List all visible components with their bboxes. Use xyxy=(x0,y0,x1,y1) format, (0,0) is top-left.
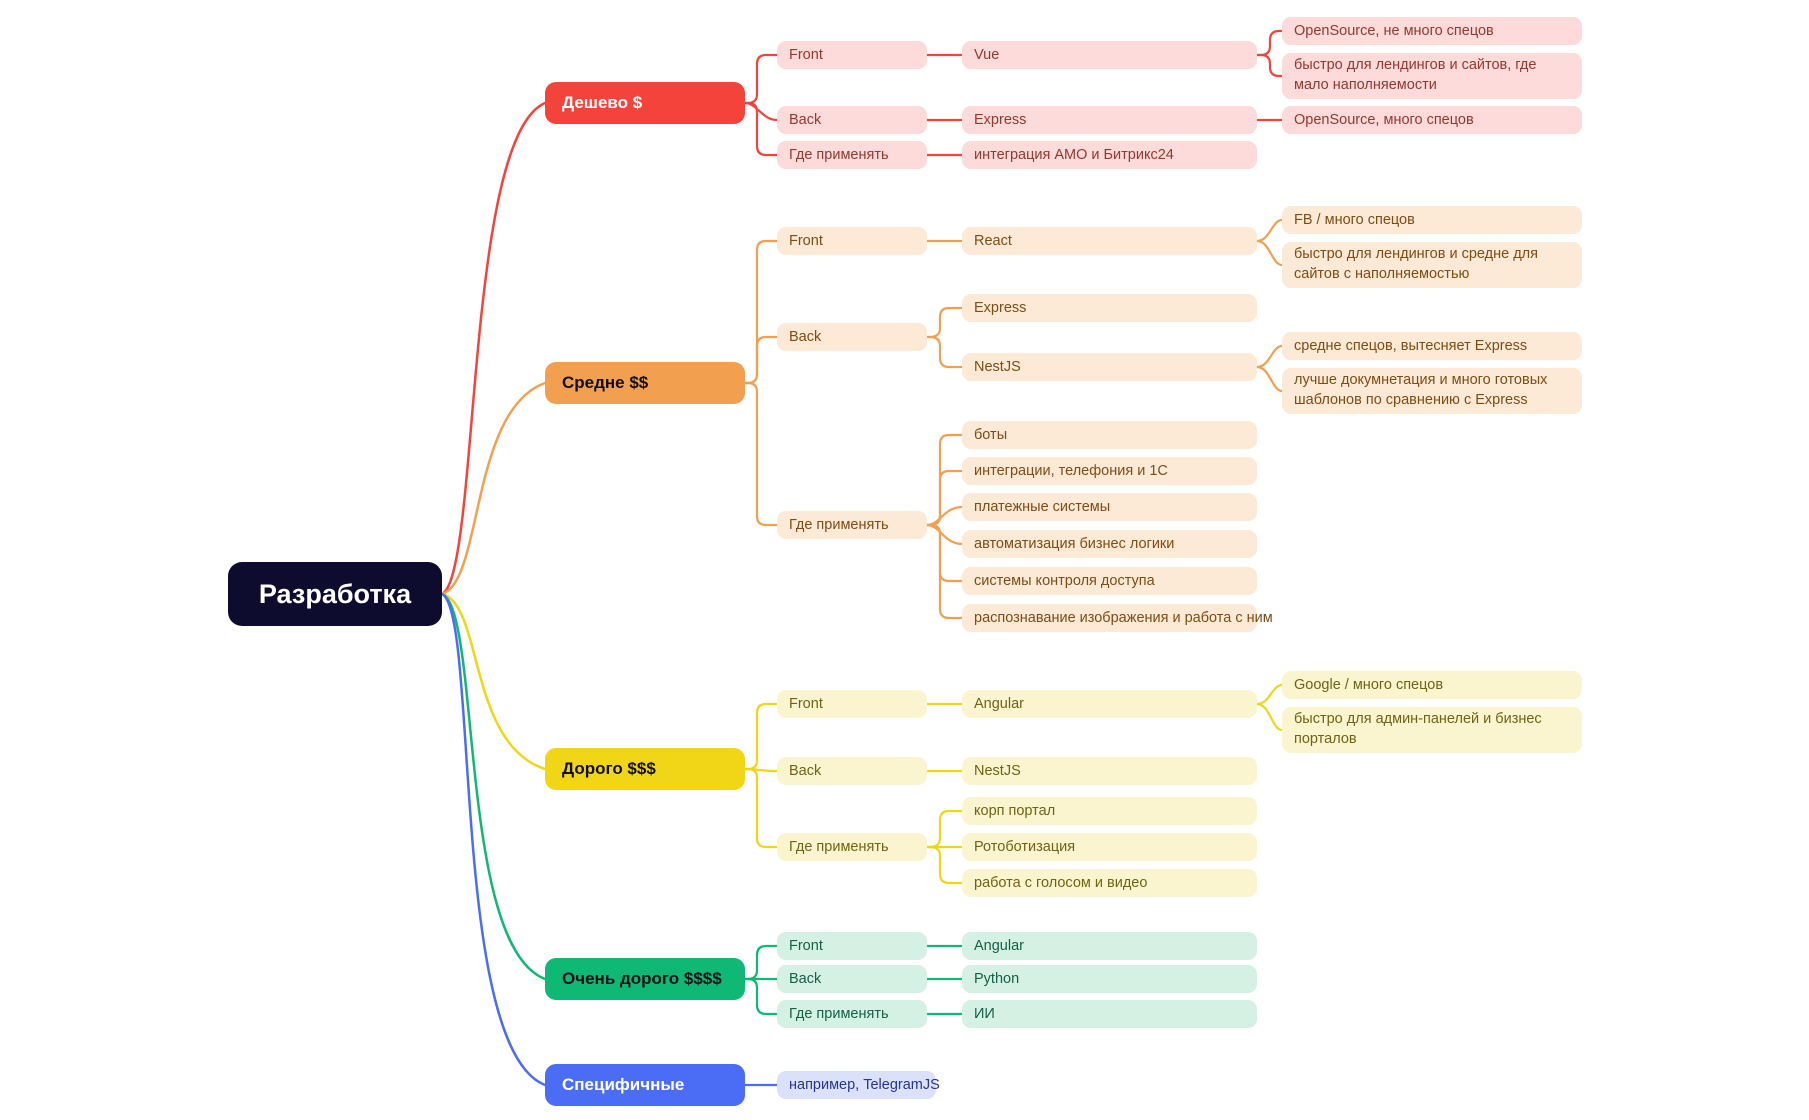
node-expensive-where[interactable]: Где применять xyxy=(777,833,927,861)
node-very-expensive-where[interactable]: Где применять xyxy=(777,1000,927,1028)
node-very-expensive-where-ai[interactable]: ИИ xyxy=(962,1000,1257,1028)
node-medium-back-nestjs[interactable]: NestJS xyxy=(962,353,1257,381)
node-very-expensive-back-python[interactable]: Python xyxy=(962,965,1257,993)
connectors-expensive xyxy=(743,683,1284,885)
node-medium-where-integrations[interactable]: интеграции, телефония и 1С xyxy=(962,457,1257,485)
node-expensive-where-robotization[interactable]: Ротоботизация xyxy=(962,833,1257,861)
node-expensive-front-angular[interactable]: Angular xyxy=(962,690,1257,718)
branch-expensive[interactable]: Дорого $$$ xyxy=(545,748,745,790)
note-react-fast-for-landings[interactable]: быстро для лендингов и средне для сайтов… xyxy=(1282,242,1582,288)
node-cheap-back-express[interactable]: Express xyxy=(962,106,1257,134)
node-medium-where[interactable]: Где применять xyxy=(777,511,927,539)
connectors-very-expensive xyxy=(743,944,964,1016)
node-cheap-back[interactable]: Back xyxy=(777,106,927,134)
connectors-cheap xyxy=(743,29,1284,157)
note-express-opensource-many-specialists[interactable]: OpenSource, много спецов xyxy=(1282,106,1582,134)
node-medium-back[interactable]: Back xyxy=(777,323,927,351)
node-medium-front-react[interactable]: React xyxy=(962,227,1257,255)
note-angular-fast-for-admin-panels[interactable]: быстро для админ-панелей и бизнес портал… xyxy=(1282,707,1582,753)
node-medium-where-access-control[interactable]: системы контроля доступа xyxy=(962,567,1257,595)
note-angular-google-many-specialists[interactable]: Google / много спецов xyxy=(1282,671,1582,699)
node-cheap-where[interactable]: Где применять xyxy=(777,141,927,169)
branch-cheap[interactable]: Дешево $ xyxy=(545,82,745,124)
branch-specific[interactable]: Специфичные xyxy=(545,1064,745,1106)
node-medium-front[interactable]: Front xyxy=(777,227,927,255)
branch-very-expensive[interactable]: Очень дорого $$$$ xyxy=(545,958,745,1000)
node-medium-where-automation[interactable]: автоматизация бизнес логики xyxy=(962,530,1257,558)
node-cheap-front[interactable]: Front xyxy=(777,41,927,69)
node-medium-back-express[interactable]: Express xyxy=(962,294,1257,322)
note-nestjs-medium-specialists[interactable]: средне спецов, вытесняет Express xyxy=(1282,332,1582,360)
node-very-expensive-front-angular[interactable]: Angular xyxy=(962,932,1257,960)
node-expensive-where-corp-portal[interactable]: корп портал xyxy=(962,797,1257,825)
connectors-medium xyxy=(743,218,1284,620)
note-vue-fast-for-landings[interactable]: быстро для лендингов и сайтов, где мало … xyxy=(1282,53,1582,99)
note-react-fb-many-specialists[interactable]: FB / много спецов xyxy=(1282,206,1582,234)
note-nestjs-better-docs[interactable]: лучше докумнетация и много готовых шабло… xyxy=(1282,368,1582,414)
connectors-root xyxy=(440,101,547,1087)
node-very-expensive-front[interactable]: Front xyxy=(777,932,927,960)
node-expensive-front[interactable]: Front xyxy=(777,690,927,718)
node-specific-telegramjs[interactable]: например, TelegramJS xyxy=(777,1071,940,1099)
node-medium-where-payments[interactable]: платежные системы xyxy=(962,493,1257,521)
node-cheap-front-vue[interactable]: Vue xyxy=(962,41,1257,69)
note-vue-opensource-few-specialists[interactable]: OpenSource, не много спецов xyxy=(1282,17,1582,45)
node-root[interactable]: Разработка xyxy=(228,562,442,626)
node-expensive-back[interactable]: Back xyxy=(777,757,927,785)
branch-medium[interactable]: Средне $$ xyxy=(545,362,745,404)
node-expensive-where-voice-video[interactable]: работа с голосом и видео xyxy=(962,869,1257,897)
node-expensive-back-nestjs[interactable]: NestJS xyxy=(962,757,1257,785)
node-very-expensive-back[interactable]: Back xyxy=(777,965,927,993)
node-cheap-where-amo-bitrix[interactable]: интеграция АМО и Битрикс24 xyxy=(962,141,1257,169)
node-medium-where-image-recognition[interactable]: распознавание изображения и работа с ним xyxy=(962,604,1273,632)
node-medium-where-bots[interactable]: боты xyxy=(962,421,1257,449)
